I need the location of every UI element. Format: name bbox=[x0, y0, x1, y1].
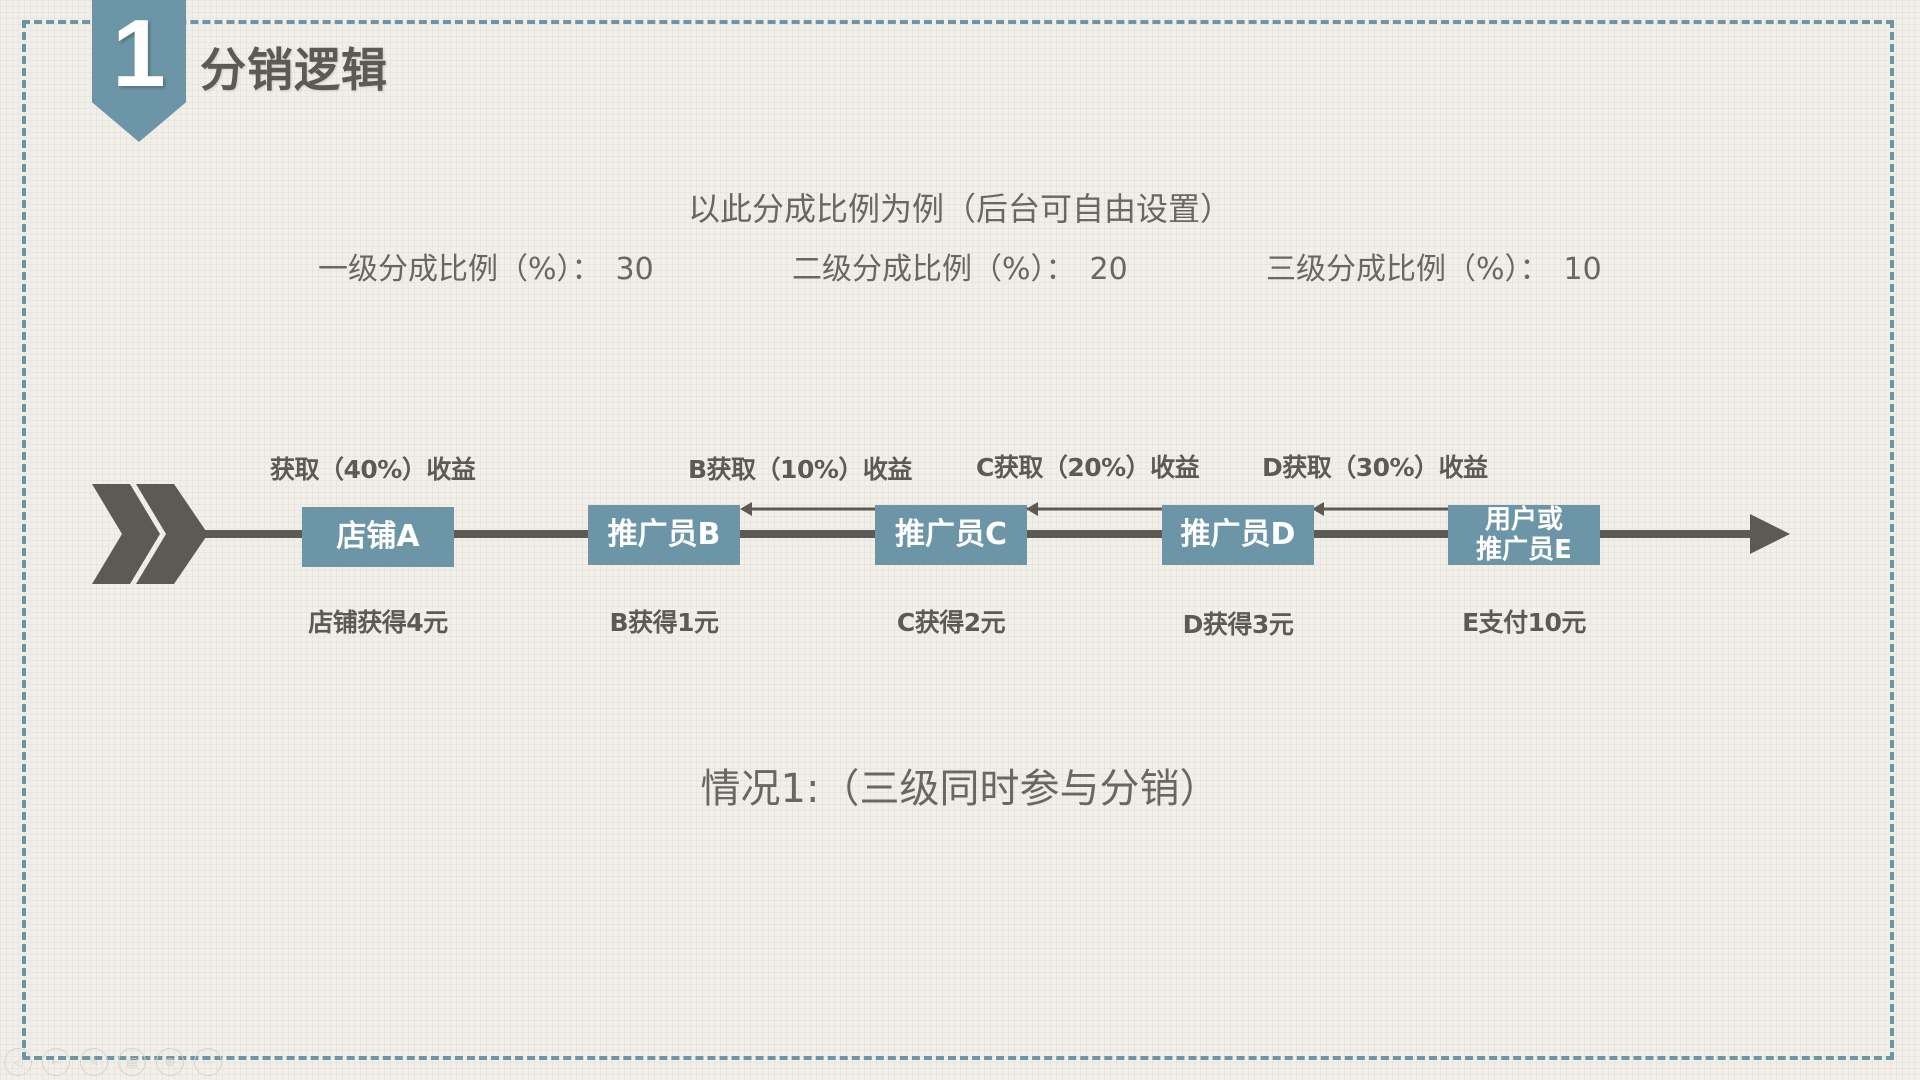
ratio-level1-value: 30 bbox=[615, 252, 654, 287]
more-icon[interactable]: ⋯ bbox=[194, 1048, 222, 1076]
slide-frame bbox=[22, 20, 1894, 1060]
case-label: 情况1:（三级同时参与分销） bbox=[700, 766, 1220, 812]
node-user-e: 用户或 推广员E bbox=[1448, 505, 1600, 565]
gain-label-a: 获取（40%）收益 bbox=[270, 455, 476, 484]
ratio-level3: 三级分成比例（%）： 10 bbox=[1266, 244, 1602, 288]
return-arrow-d-to-c-head-icon bbox=[1026, 502, 1038, 516]
prev-icon[interactable]: ◁ bbox=[4, 1048, 32, 1076]
ratio-level2-label: 二级分成比例（%）： bbox=[792, 252, 1076, 287]
payout-label-e: E支付10元 bbox=[1462, 608, 1586, 637]
node-user-e-line1: 用户或 bbox=[1484, 505, 1563, 535]
slideshow-nav: ◁ ← ✎ ▤ ⊕ ⋯ bbox=[4, 1048, 222, 1076]
ratio-level2: 二级分成比例（%）： 20 bbox=[792, 244, 1128, 288]
pen-icon[interactable]: ✎ bbox=[80, 1048, 108, 1076]
return-arrow-e-to-d-head-icon bbox=[1312, 502, 1324, 516]
back-icon[interactable]: ← bbox=[42, 1048, 70, 1076]
gain-label-d: D获取（30%）收益 bbox=[1262, 453, 1488, 482]
ratio-heading: 以此分成比例为例（后台可自由设置） bbox=[687, 190, 1232, 228]
ratio-level3-value: 10 bbox=[1563, 252, 1602, 287]
chevron-start-icon bbox=[92, 484, 208, 584]
ratio-level2-value: 20 bbox=[1089, 252, 1128, 287]
main-arrow-head-icon bbox=[1750, 514, 1790, 554]
section-number: 1 bbox=[112, 0, 166, 107]
gain-label-c: C获取（20%）收益 bbox=[976, 453, 1200, 482]
slides-icon[interactable]: ▤ bbox=[118, 1048, 146, 1076]
node-store-a: 店铺A bbox=[302, 507, 454, 567]
ratio-level1-label: 一级分成比例（%）： bbox=[318, 252, 602, 287]
payout-label-c: C获得2元 bbox=[896, 608, 1006, 637]
node-promoter-b: 推广员B bbox=[588, 505, 740, 565]
gain-label-b: B获取（10%）收益 bbox=[688, 455, 912, 484]
zoom-icon[interactable]: ⊕ bbox=[156, 1048, 184, 1076]
payout-label-a: 店铺获得4元 bbox=[308, 608, 448, 637]
node-promoter-c: 推广员C bbox=[875, 505, 1027, 565]
return-arrow-c-to-b-head-icon bbox=[740, 502, 752, 516]
node-user-e-line2: 推广员E bbox=[1476, 535, 1572, 565]
ratio-level1: 一级分成比例（%）： 30 bbox=[318, 244, 654, 288]
node-promoter-d: 推广员D bbox=[1162, 505, 1314, 565]
payout-label-b: B获得1元 bbox=[609, 608, 719, 637]
page-title: 分销逻辑 bbox=[200, 43, 388, 97]
payout-label-d: D获得3元 bbox=[1182, 610, 1294, 639]
ratio-level3-label: 三级分成比例（%）： bbox=[1266, 252, 1550, 287]
